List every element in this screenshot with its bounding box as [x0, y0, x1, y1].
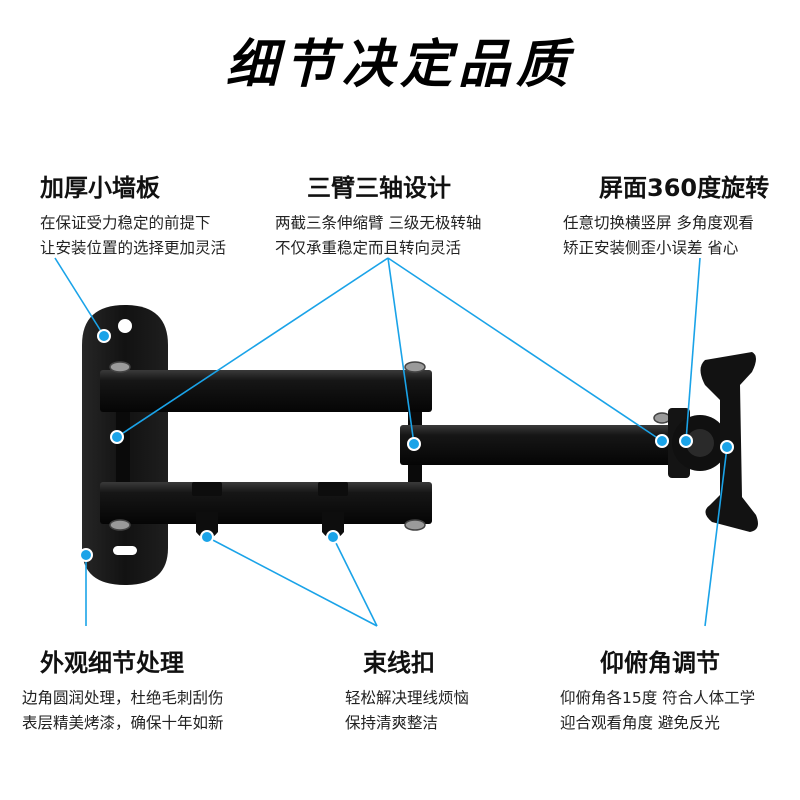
feature-heading: 屏面360度旋转 [599, 174, 770, 202]
feature-tilt: 仰俯角调节 仰俯角各15度 符合人体工学 迎合观看角度 避免反光 [560, 643, 755, 736]
feature-line: 任意切换横竖屏 多角度观看 [563, 214, 754, 232]
cable-clips [192, 482, 348, 539]
screw-heads [109, 361, 671, 531]
feature-heading: 外观细节处理 [40, 649, 184, 677]
feature-line: 矫正安装侧歪小误差 省心 [563, 239, 739, 257]
extension-arm [400, 425, 682, 465]
callout-dots [79, 329, 734, 562]
feature-line: 在保证受力稳定的前提下 [40, 214, 211, 232]
feature-rotation: 屏面360度旋转 任意切换横竖屏 多角度观看 矫正安装侧歪小误差 省心 [563, 168, 769, 261]
feature-heading: 三臂三轴设计 [307, 174, 451, 202]
feature-cable-clip: 束线扣 轻松解决理线烦恼 保持清爽整洁 [345, 643, 469, 736]
callout-lines [54, 257, 728, 627]
feature-line: 仰俯角各15度 符合人体工学 [560, 689, 756, 707]
feature-line: 两截三条伸缩臂 三级无极转轴 [275, 214, 482, 232]
mounting-slot [113, 546, 137, 555]
feature-line: 不仅承重稳定而且转向灵活 [275, 239, 462, 257]
feature-line: 让安装位置的选择更加灵活 [40, 239, 227, 257]
feature-heading: 束线扣 [363, 649, 435, 677]
feature-line: 轻松解决理线烦恼 [345, 689, 470, 707]
feature-finish: 外观细节处理 边角圆润处理，杜绝毛刺刮伤 表层精美烤漆，确保十年如新 [22, 643, 224, 736]
lower-arm [100, 482, 432, 524]
upper-arm [100, 370, 432, 412]
page-title: 细节决定品质 [225, 34, 574, 95]
feature-line: 边角圆润处理，杜绝毛刺刮伤 [22, 689, 224, 707]
tilt-joint [668, 408, 728, 478]
mounting-hole [118, 319, 132, 333]
feature-line: 表层精美烤漆，确保十年如新 [22, 714, 224, 732]
feature-heading: 仰俯角调节 [600, 649, 720, 677]
feature-arms: 三臂三轴设计 两截三条伸缩臂 三级无极转轴 不仅承重稳定而且转向灵活 [275, 168, 481, 261]
feature-line: 迎合观看角度 避免反光 [560, 714, 720, 732]
feature-line: 保持清爽整洁 [345, 714, 439, 732]
feature-wall-plate: 加厚小墙板 在保证受力稳定的前提下 让安装位置的选择更加灵活 [40, 168, 226, 261]
feature-heading: 加厚小墙板 [40, 174, 160, 202]
